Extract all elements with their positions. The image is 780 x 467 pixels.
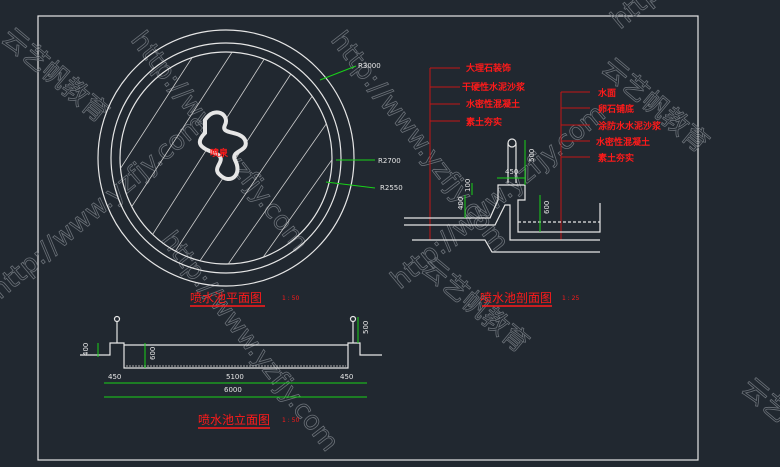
material-label: 大理石装饰 (466, 62, 511, 74)
dimension-label: 5100 (226, 373, 244, 381)
dimension-label: 600 (149, 347, 157, 360)
material-label: 素土夯实 (466, 116, 502, 128)
material-label: 水密性混凝土 (466, 98, 520, 110)
plan-scale: 1 : 50 (282, 295, 299, 302)
dimension-label: 450 (505, 168, 518, 176)
center-label: 喷泉 (210, 147, 229, 159)
dimension-label: 450 (108, 373, 121, 381)
radius-label: R2700 (378, 157, 401, 165)
dimension-label: 6000 (224, 386, 242, 394)
material-label: 水密性混凝土 (596, 136, 650, 148)
dimension-label: 500 (362, 321, 370, 334)
material-label: 素土夯实 (598, 152, 634, 164)
dimension-label: 600 (543, 201, 551, 214)
section-title: 喷水池剖面图 (480, 291, 552, 305)
dimension-label: 450 (340, 373, 353, 381)
watermark-url: http://www.yzfjy.com (605, 0, 780, 35)
watermark-logo: 云艺帆教育 (0, 22, 114, 129)
watermark-logo: 云艺帆教育 (736, 372, 780, 467)
dimension-label: 400 (82, 343, 90, 356)
material-label: 干硬性水泥沙浆 (462, 81, 526, 93)
section-scale: 1 : 25 (562, 295, 579, 302)
material-label: 水面 (598, 87, 616, 99)
elevation-title: 喷水池立面图 (198, 412, 270, 427)
dimension-label: 100 (464, 179, 472, 192)
radius-label: R2550 (380, 184, 403, 192)
elevation-view: 400 600 500 450 5100 450 6000 喷水池立面图 1 :… (80, 315, 382, 429)
material-label: 涂防水水泥沙浆 (598, 120, 662, 132)
elevation-scale: 1 : 50 (282, 417, 299, 424)
drawing-frame (37, 15, 699, 461)
radius-label: R3000 (358, 62, 381, 70)
plan-title: 喷水池平面图 (190, 291, 262, 305)
section-view: 大理石装饰 干硬性水泥沙浆 水密性混凝土 素土夯实 水面 卵石铺底 涂防水水泥沙… (404, 62, 662, 307)
dimension-label: 500 (528, 149, 536, 162)
material-label: 卵石铺底 (598, 103, 634, 115)
dimension-label: 400 (457, 197, 465, 210)
